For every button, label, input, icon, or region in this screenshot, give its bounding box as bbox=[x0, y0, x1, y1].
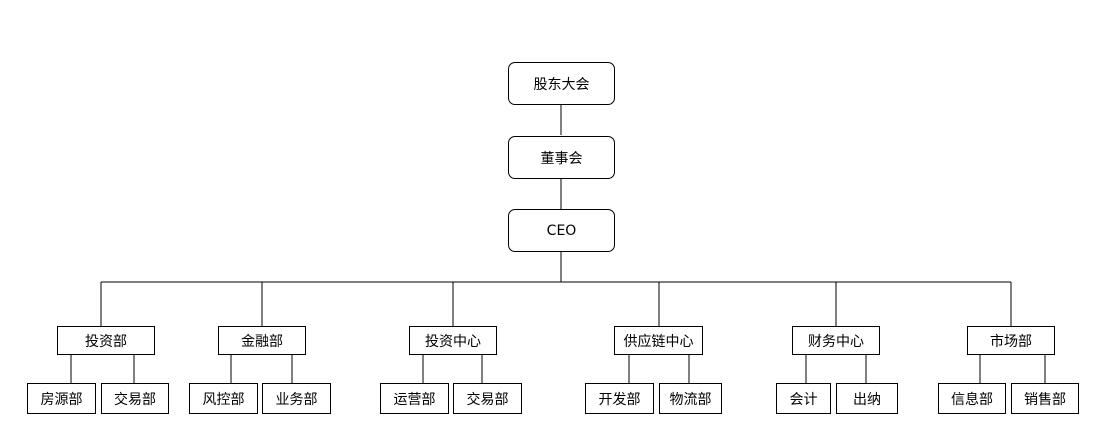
node-subdept: 交易部 bbox=[101, 383, 169, 414]
node-subdept-label: 交易部 bbox=[114, 391, 156, 408]
node-subdept-label: 房源部 bbox=[40, 391, 83, 408]
node-subdept: 信息部 bbox=[938, 383, 1006, 414]
node-board: 董事会 bbox=[508, 136, 615, 179]
node-subdept: 交易部 bbox=[453, 383, 522, 414]
node-subdept-label: 交易部 bbox=[466, 391, 509, 408]
node-dept-label: 财务中心 bbox=[808, 333, 864, 350]
node-subdept: 风控部 bbox=[189, 383, 258, 414]
node-subdept: 运营部 bbox=[380, 383, 449, 414]
node-dept: 财务中心 bbox=[792, 326, 880, 355]
node-dept: 市场部 bbox=[967, 326, 1055, 355]
node-subdept-label: 开发部 bbox=[598, 391, 641, 408]
node-subdept-label: 风控部 bbox=[202, 391, 245, 408]
node-subdept: 业务部 bbox=[262, 383, 331, 414]
node-subdept: 房源部 bbox=[27, 383, 96, 414]
node-ceo: CEO bbox=[508, 209, 615, 252]
node-dept-label: 投资部 bbox=[85, 333, 127, 350]
node-dept: 投资中心 bbox=[409, 326, 497, 355]
node-subdept: 物流部 bbox=[659, 383, 722, 414]
node-board-label: 董事会 bbox=[540, 150, 583, 167]
node-dept: 金融部 bbox=[218, 326, 306, 355]
node-subdept-label: 出纳 bbox=[853, 391, 881, 408]
node-shareholders-label: 股东大会 bbox=[533, 76, 590, 93]
node-subdept-label: 信息部 bbox=[951, 391, 993, 408]
node-subdept-label: 会计 bbox=[789, 391, 818, 408]
node-subdept-label: 业务部 bbox=[275, 391, 318, 408]
node-dept-label: 投资中心 bbox=[425, 333, 481, 350]
node-subdept: 开发部 bbox=[585, 383, 654, 414]
node-subdept: 出纳 bbox=[836, 383, 898, 414]
node-shareholders: 股东大会 bbox=[508, 62, 615, 105]
node-subdept: 会计 bbox=[776, 383, 831, 414]
node-dept-label: 市场部 bbox=[990, 333, 1032, 350]
node-dept: 投资部 bbox=[57, 326, 155, 355]
node-subdept: 销售部 bbox=[1011, 383, 1079, 414]
node-dept: 供应链中心 bbox=[614, 326, 703, 355]
node-subdept-label: 销售部 bbox=[1024, 391, 1066, 408]
node-dept-label: 供应链中心 bbox=[623, 333, 694, 350]
node-subdept-label: 物流部 bbox=[669, 391, 712, 408]
node-ceo-label: CEO bbox=[546, 222, 577, 239]
node-subdept-label: 运营部 bbox=[393, 391, 436, 408]
node-dept-label: 金融部 bbox=[241, 333, 283, 350]
